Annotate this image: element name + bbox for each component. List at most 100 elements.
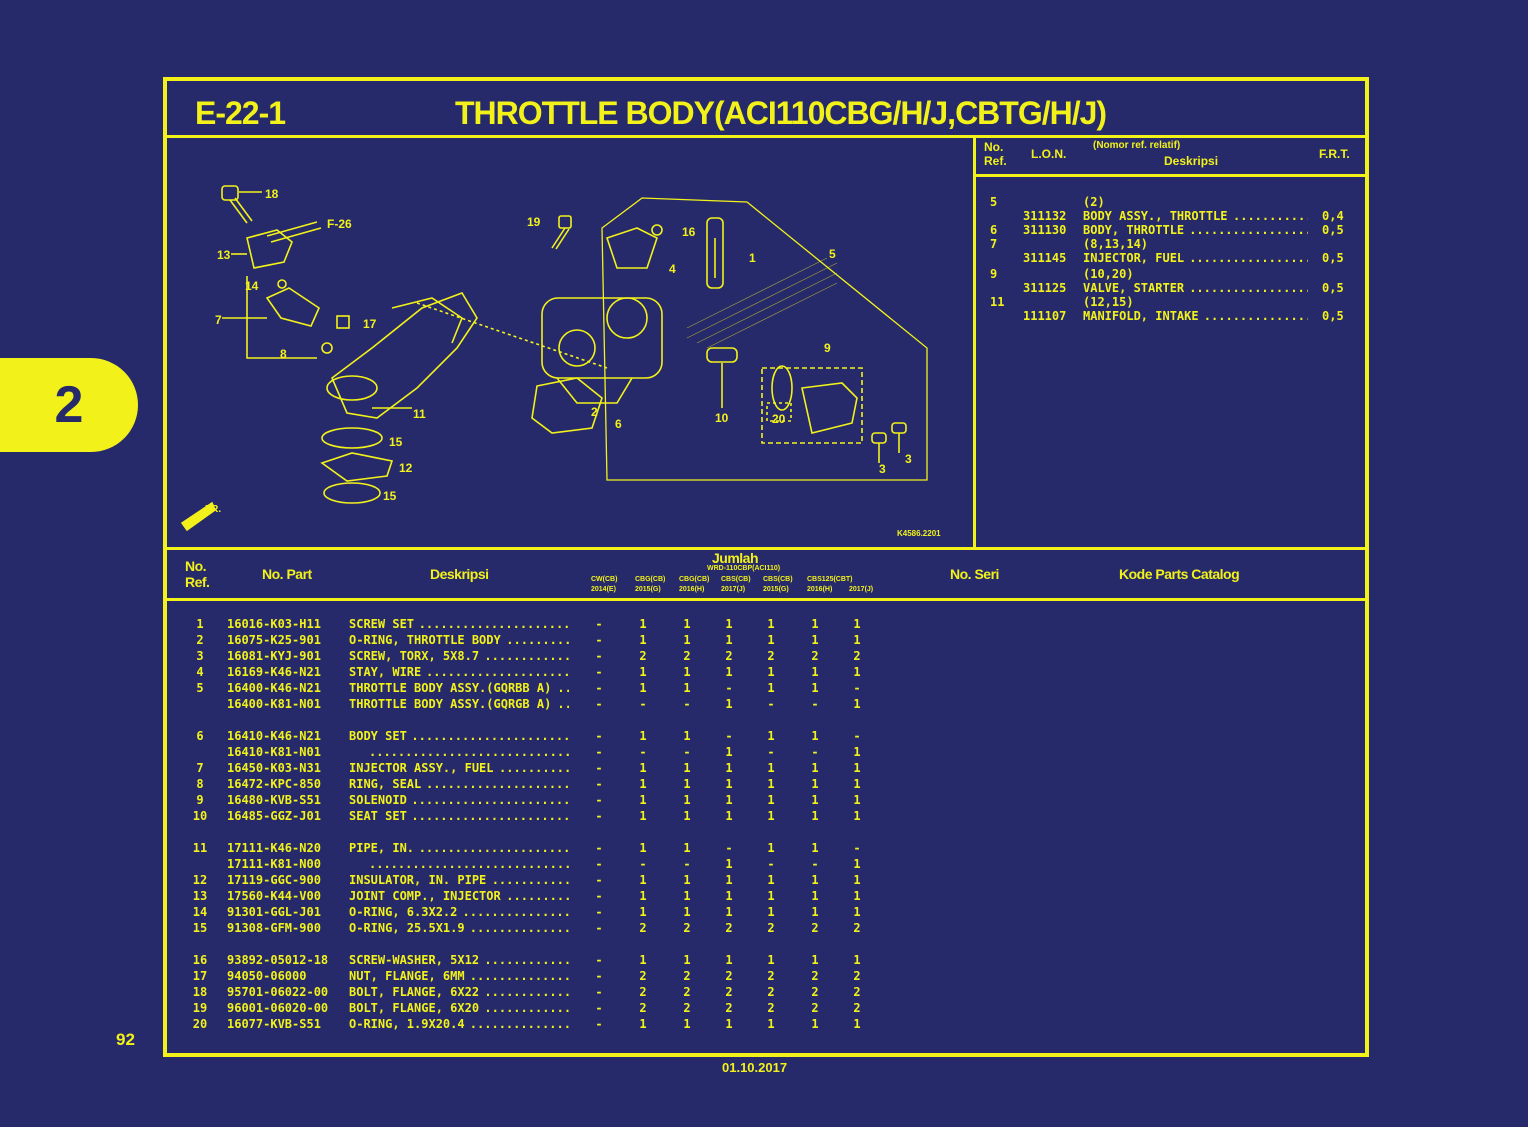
- front-label: FR.: [205, 504, 221, 515]
- ref-row-lon: 111107: [1023, 309, 1067, 323]
- part-qty: 1: [767, 729, 775, 743]
- part-qty: -: [595, 745, 603, 759]
- part-qty: 1: [767, 873, 775, 887]
- part-ref: 19: [192, 1001, 208, 1015]
- part-ref: 16: [192, 953, 208, 967]
- part-ref: 17: [192, 969, 208, 983]
- year-label: 2015(G): [635, 586, 661, 593]
- part-description: INJECTOR ASSY., FUEL: [349, 761, 494, 775]
- part-number: 17560-K44-V00: [227, 889, 321, 903]
- part-qty: 2: [853, 985, 861, 999]
- ref-row-frt: 0,4: [1322, 209, 1344, 223]
- part-qty: 1: [767, 793, 775, 807]
- part-ref: 6: [196, 729, 204, 743]
- part-qty: 2: [853, 1001, 861, 1015]
- callout-15-a: 15: [389, 435, 403, 449]
- part-qty: -: [595, 665, 603, 679]
- title-row: E-22-1 THROTTLE BODY(ACI110CBG/H/J,CBTG/…: [167, 81, 1365, 138]
- callout-2: 2: [591, 405, 598, 419]
- insulator-12-shape: [320, 427, 394, 504]
- part-qty: 1: [767, 905, 775, 919]
- part-leader: ........................................: [426, 777, 569, 791]
- part-qty: 1: [683, 681, 691, 695]
- part-qty: 1: [767, 953, 775, 967]
- catalog-frame: E-22-1 THROTTLE BODY(ACI110CBG/H/J,CBTG/…: [163, 77, 1369, 1057]
- part-qty: 2: [683, 969, 691, 983]
- part-qty: -: [595, 761, 603, 775]
- page-title: THROTTLE BODY(ACI110CBG/H/J,CBTG/H/J): [455, 95, 1107, 131]
- part-qty: 1: [683, 777, 691, 791]
- part-qty: 2: [725, 921, 733, 935]
- ref-header-desc-1: (Nomor ref. relatif): [1093, 140, 1181, 151]
- part-description: SCREW SET: [349, 617, 415, 631]
- stay-4-shape: [605, 224, 663, 269]
- year-label: 2017(J): [849, 586, 874, 593]
- part-description: SCREW, TORX, 5X8.7: [349, 649, 480, 663]
- part-qty: 1: [683, 953, 691, 967]
- valve-9-shape: [761, 365, 863, 444]
- part-qty: -: [595, 985, 603, 999]
- part-ref: 3: [196, 649, 204, 663]
- part-qty: 1: [639, 617, 647, 631]
- ref-row-desc: INJECTOR, FUEL: [1083, 251, 1185, 265]
- front-arrow-icon: [180, 501, 216, 532]
- part-ref: 7: [196, 761, 204, 775]
- ref-row-desc: BODY, THROTTLE: [1083, 223, 1185, 237]
- part-qty: 2: [683, 1001, 691, 1015]
- part-qty: -: [595, 633, 603, 647]
- part-description: O-RING, 6.3X2.2: [349, 905, 458, 919]
- manifold-11-shape: [326, 292, 478, 419]
- part-qty: 1: [853, 873, 861, 887]
- callout-3-b: 3: [905, 452, 912, 466]
- part-qty: 1: [811, 1017, 819, 1031]
- part-number: 16077-KVB-S51: [227, 1017, 321, 1031]
- callout-20: 20: [772, 412, 786, 426]
- part-qty: 1: [725, 857, 733, 871]
- ref-header-desc-2: Deskripsi: [1164, 154, 1219, 168]
- part-qty: 1: [811, 777, 819, 791]
- part-qty: 1: [725, 777, 733, 791]
- callout-8: 8: [280, 347, 287, 361]
- joint-13-shape: [231, 221, 322, 269]
- part-qty: 1: [639, 681, 647, 695]
- part-qty: 2: [725, 649, 733, 663]
- part-qty: 1: [725, 889, 733, 903]
- part-leader: ........................................: [491, 873, 569, 887]
- part-qty: 1: [725, 697, 733, 711]
- part-qty: 2: [639, 1001, 647, 1015]
- part-number: 17111-K81-N00: [227, 857, 321, 871]
- table-row: 17111-K81-N00...........................…: [167, 857, 887, 873]
- part-qty: 1: [683, 793, 691, 807]
- part-qty: 1: [725, 953, 733, 967]
- part-qty: 2: [639, 921, 647, 935]
- part-qty: -: [639, 857, 647, 871]
- ref-row-desc: VALVE, STARTER: [1083, 281, 1185, 295]
- parts-header-deskripsi: Deskripsi: [430, 566, 489, 582]
- part-qty: 1: [853, 633, 861, 647]
- parts-header-nopart: No. Part: [262, 566, 312, 582]
- part-leader: ........................................: [506, 889, 569, 903]
- part-ref: 9: [196, 793, 204, 807]
- part-qty: 1: [683, 1017, 691, 1031]
- part-leader: ........................................: [418, 617, 569, 631]
- callout-4: 4: [669, 262, 676, 276]
- ref-row-lon: 311145: [1023, 251, 1067, 265]
- part-qty: 2: [767, 1001, 775, 1015]
- part-qty: -: [767, 857, 775, 871]
- part-number: 16075-K25-901: [227, 633, 321, 647]
- part-number: 16016-K03-H11: [227, 617, 321, 631]
- part-ref: 13: [192, 889, 208, 903]
- ref-row-leader: ........................................: [1189, 251, 1308, 265]
- part-qty: 1: [767, 665, 775, 679]
- part-qty: 1: [639, 761, 647, 775]
- part-qty: 2: [639, 969, 647, 983]
- part-qty: -: [595, 793, 603, 807]
- part-qty: 1: [639, 665, 647, 679]
- part-qty: 2: [767, 985, 775, 999]
- part-description: SCREW-WASHER, 5X12: [349, 953, 480, 967]
- part-qty: 1: [683, 729, 691, 743]
